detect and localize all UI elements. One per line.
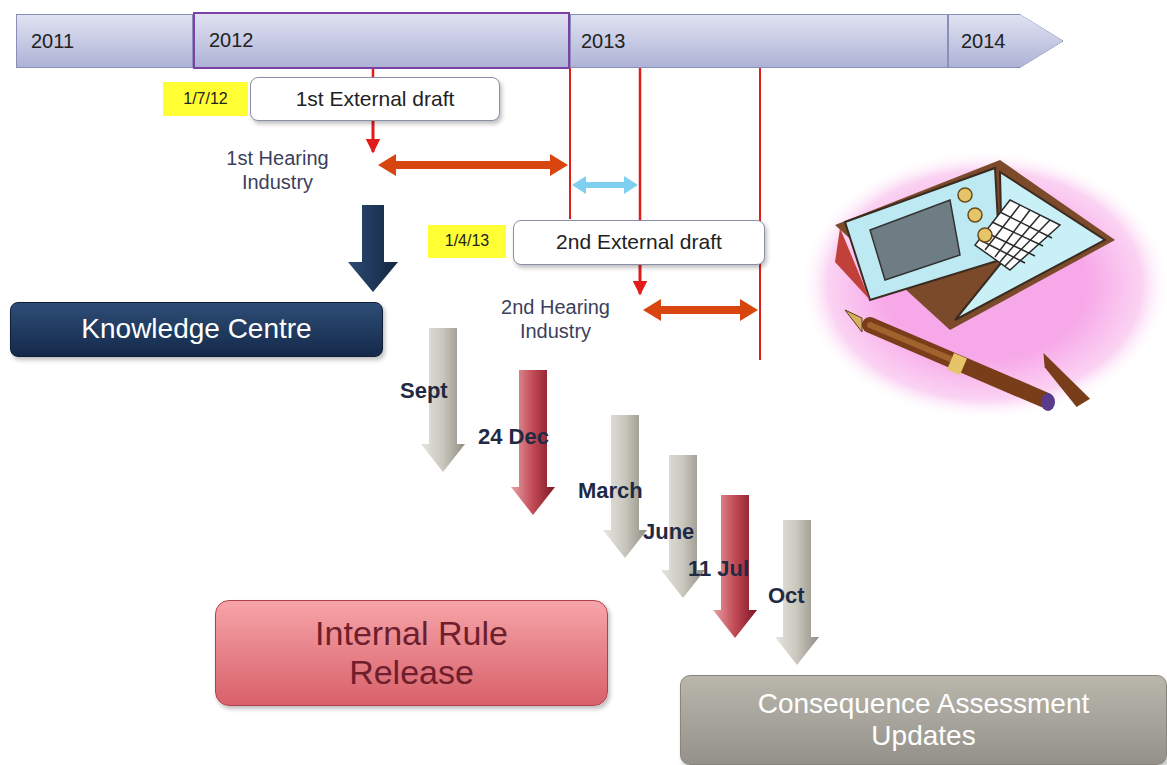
notebook-illustration <box>800 150 1167 420</box>
date-tag: 1/4/13 <box>428 225 506 258</box>
label-text: 1st Hearing Industry <box>210 146 345 194</box>
date-label: Oct <box>768 583 805 609</box>
label-text: Oct <box>768 583 805 609</box>
label-text: 11 Jul <box>688 556 749 582</box>
node-text: Consequence Assessment Updates <box>704 688 1144 752</box>
label-text: Sept <box>400 378 448 404</box>
node-text: Internal Rule Release <box>262 614 562 692</box>
assessment-box: Consequence Assessment Updates <box>680 675 1167 765</box>
timeline-connector <box>372 69 375 77</box>
node-text: 2nd External draft <box>556 230 722 254</box>
date-tag: 1/7/12 <box>163 82 248 116</box>
block-arrow <box>348 205 398 292</box>
label-text: 2nd Hearing Industry <box>486 295 626 343</box>
node-text: 2013 <box>581 30 626 53</box>
label-text: 24 Dec <box>478 424 549 450</box>
draft-box: 2nd External draft <box>513 220 765 265</box>
knowledge-box: Knowledge Centre <box>10 302 383 357</box>
timeline-connector <box>639 68 642 220</box>
node-text: 1st External draft <box>296 87 455 111</box>
node-text: 1/7/12 <box>183 90 227 108</box>
date-label: 24 Dec <box>478 424 549 450</box>
hearing-label: 1st Hearing Industry <box>205 146 350 194</box>
date-label: June <box>643 519 694 545</box>
year-band: 2013 <box>570 14 948 68</box>
period-arrow <box>378 154 758 321</box>
gap-arrow <box>572 176 638 194</box>
year-band: 2014 <box>948 14 1063 68</box>
year-band: 2012 <box>193 12 570 69</box>
node-text: 1/4/13 <box>445 232 489 250</box>
release-box: Internal Rule Release <box>215 600 608 706</box>
node-text: 2014 <box>961 30 1006 53</box>
date-label: Sept <box>400 378 448 404</box>
year-band: 2011 <box>16 14 193 68</box>
hearing-arrow <box>639 265 642 294</box>
node-text: 2012 <box>209 29 254 52</box>
node-text: Knowledge Centre <box>81 313 311 345</box>
label-text: March <box>578 478 643 504</box>
label-text: June <box>643 519 694 545</box>
draft-box: 1st External draft <box>250 77 500 121</box>
node-text: 2011 <box>31 30 74 53</box>
hearing-label: 2nd Hearing Industry <box>478 295 633 343</box>
date-label: March <box>578 478 643 504</box>
hearing-arrow <box>372 121 375 152</box>
date-label: 11 Jul <box>688 556 749 582</box>
